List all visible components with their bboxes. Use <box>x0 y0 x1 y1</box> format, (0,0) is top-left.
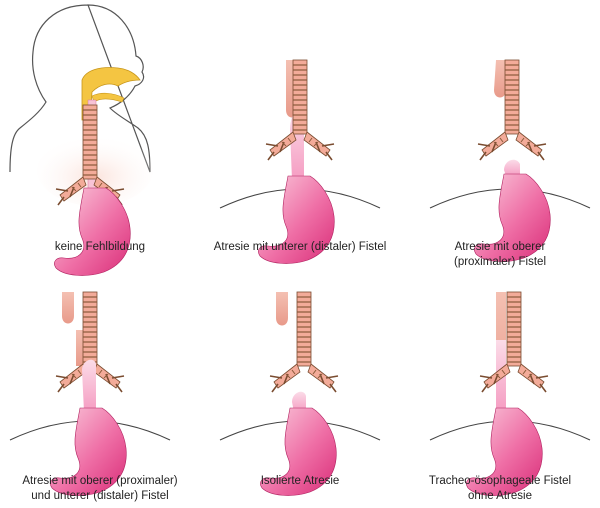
caption-isolated: Isolierte Atresie <box>260 475 340 487</box>
panel-proximal-fistula <box>429 59 591 262</box>
lower-pouch <box>292 391 306 412</box>
caption-proximal-fistula: Atresie mit oberer (proximaler) Fistel <box>453 241 546 268</box>
upper-pouch <box>494 60 506 98</box>
panel-normal <box>9 4 153 276</box>
airway <box>81 67 141 121</box>
caption-both-fistulae: Atresie mit oberer (proximaler) und unte… <box>22 475 178 502</box>
panel-distal-fistula <box>219 59 381 264</box>
panel-h-type <box>429 291 591 496</box>
lower-esophagus <box>82 359 96 412</box>
lower-pouch <box>504 159 520 176</box>
caption-distal-fistula: Atresie mit unterer (distaler) Fistel <box>213 241 387 253</box>
panel-both-fistulae <box>9 291 171 496</box>
caption-h-type: Tracheo-ösophageale Fistel ohne Atresie <box>428 475 572 502</box>
panel-isolated <box>219 291 381 496</box>
upper-pouch <box>62 292 74 324</box>
caption-normal: keine Fehlbildung <box>54 241 146 253</box>
upper-pouch <box>276 292 288 326</box>
head-outline <box>9 4 151 173</box>
